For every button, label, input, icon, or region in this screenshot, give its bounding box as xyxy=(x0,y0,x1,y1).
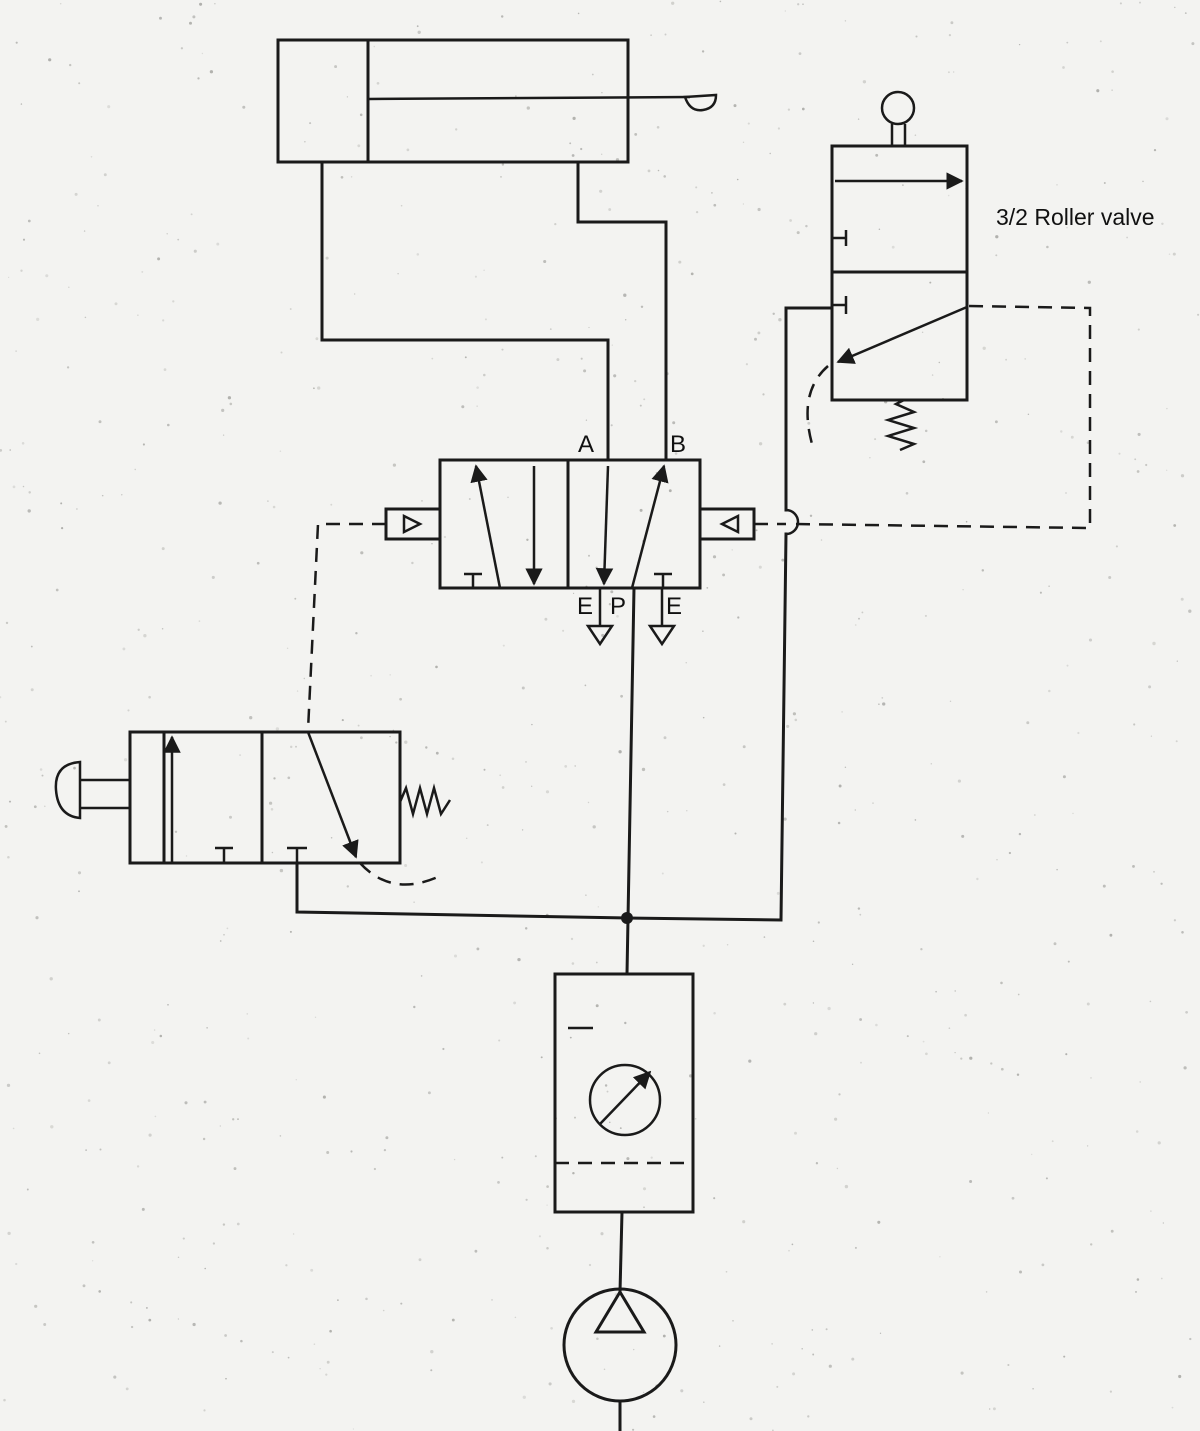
cylinder-supply-lines xyxy=(320,160,668,462)
pilot-line-left xyxy=(306,522,386,731)
double-acting-cylinder xyxy=(276,38,718,164)
push-button-valve-3-2 xyxy=(54,730,452,886)
port-label-e-right: E xyxy=(666,593,682,620)
port-label-a: A xyxy=(578,431,594,458)
roller-valve-supply-line xyxy=(784,306,834,512)
port-label-p: P xyxy=(610,593,626,620)
port-label-e-left: E xyxy=(577,593,593,620)
port-label-b: B xyxy=(670,431,686,458)
push-button-supply-line xyxy=(295,861,629,920)
pilot-line-right xyxy=(754,304,1092,536)
frl-unit xyxy=(553,972,695,1214)
directional-valve-5-2 xyxy=(384,458,756,647)
roller-valve-3-2 xyxy=(806,90,969,452)
compressor-line xyxy=(618,1210,624,1294)
roller-valve-label: 3/2 Roller valve xyxy=(996,204,1155,230)
main-supply-right-branch xyxy=(625,532,788,922)
compressor xyxy=(562,1287,678,1431)
pressure-line xyxy=(625,586,636,976)
junction-dot xyxy=(621,912,633,924)
